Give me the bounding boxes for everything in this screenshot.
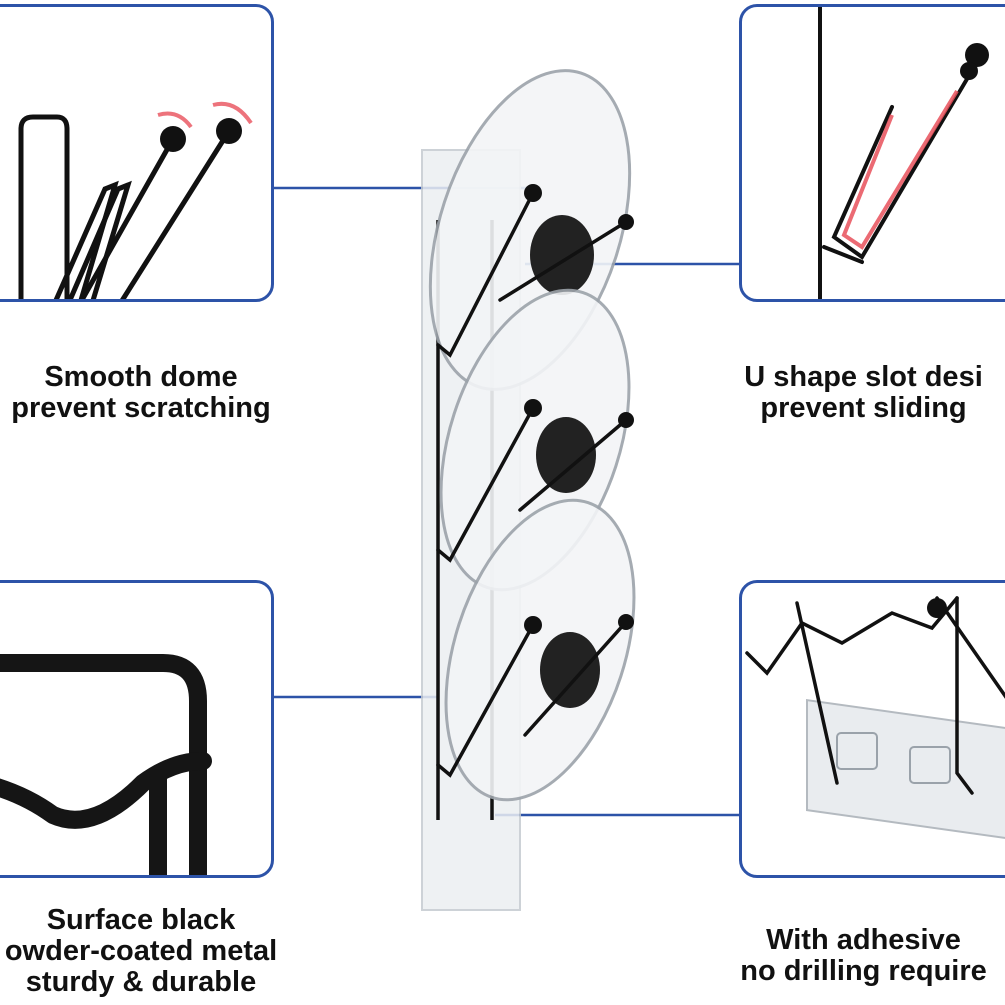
adhesive-hook-icon xyxy=(836,732,878,770)
adhesive-detail-illustration xyxy=(745,596,1005,843)
caption-dome: Smooth dome prevent scratching xyxy=(11,361,271,424)
panel-u-slot xyxy=(739,4,1005,302)
coating-detail-illustration xyxy=(0,654,212,875)
caption-adhesive: With adhesive no drilling require xyxy=(740,924,987,987)
adhesive-pad xyxy=(806,698,1005,843)
panel-smooth-dome xyxy=(0,4,274,302)
dome-detail-illustration xyxy=(18,101,253,299)
u-slot-detail-illustration xyxy=(818,7,989,299)
panel-coating xyxy=(0,580,274,878)
caption-slot: U shape slot desi prevent sliding xyxy=(744,361,983,424)
caption-coating: Surface black owder-coated metal sturdy … xyxy=(4,904,278,998)
panel-adhesive xyxy=(739,580,1005,878)
